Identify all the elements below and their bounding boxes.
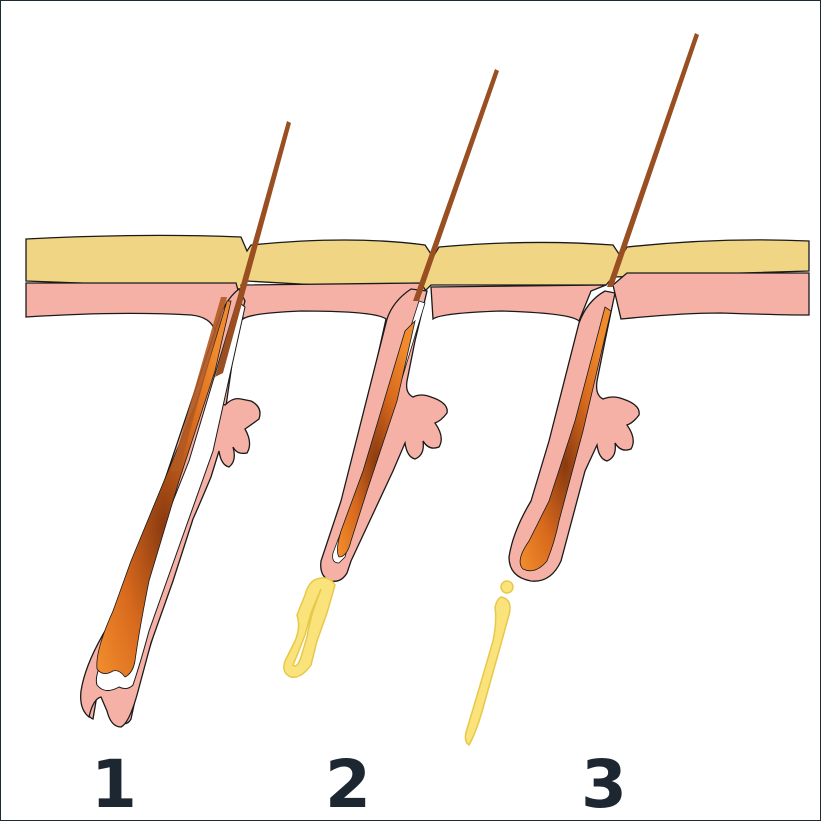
follicle-2-catagen <box>333 69 499 563</box>
stage-label-3: 3 <box>564 749 644 821</box>
stage-label-1: 1 <box>74 749 154 821</box>
stage-label-2: 2 <box>308 749 388 821</box>
dermis-layer <box>26 273 809 727</box>
follicle-2-remnant <box>284 578 335 677</box>
follicle-1-anagen <box>96 121 291 691</box>
follicle-3-remnant <box>465 581 513 745</box>
